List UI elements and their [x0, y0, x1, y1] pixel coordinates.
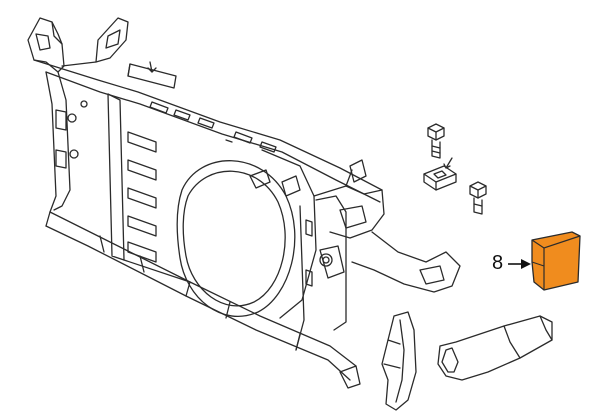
seal-strip	[127, 61, 177, 89]
radiator-support-frame	[27, 17, 461, 389]
air-duct	[437, 315, 553, 381]
bolt-lower	[469, 181, 487, 215]
highlighted-part-8[interactable]	[531, 231, 581, 291]
callout-arrow	[508, 259, 531, 269]
clip-nut	[423, 157, 457, 191]
air-guide-left	[381, 311, 417, 411]
part-number-label: 8	[492, 252, 504, 274]
bolt-upper	[427, 123, 445, 159]
